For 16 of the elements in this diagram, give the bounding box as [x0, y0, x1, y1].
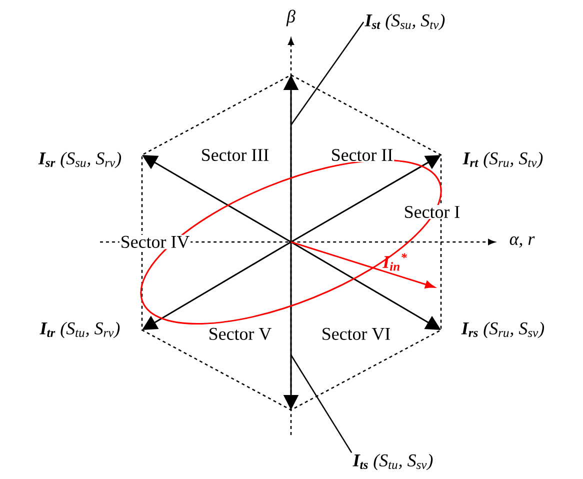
leader-line: [290, 22, 364, 126]
vector-label: I$_{tr}$ (S$_{tu}$, S$_{rv}$): [40, 322, 120, 338]
axis-label: α, r: [510, 236, 535, 248]
vector-label: I$_{ts}$ (S$_{tu}$, S$_{sv}$): [352, 454, 433, 470]
sector-label: Sector III: [200, 148, 270, 162]
vector-label: I$_{rt}$ (S$_{ru}$, S$_{tv}$): [462, 152, 543, 168]
leader-line: [290, 354, 352, 453]
sector-label: Sector IV: [119, 234, 191, 250]
vector-label: I$_{st}$ (S$_{su}$, S$_{tv}$): [364, 14, 445, 30]
sector-label: Sector I: [402, 204, 462, 220]
sector-label: Sector VI: [320, 326, 392, 342]
vector-label: I$_{sr}$ (S$_{su}$, S$_{rv}$): [38, 152, 122, 168]
vector-label: I$_{rs}$ (S$_{ru}$, S$_{sv}$): [461, 322, 544, 338]
sector-label: Sector II: [330, 148, 394, 162]
sector-label: Sector V: [207, 326, 273, 342]
axis-label: β: [286, 10, 296, 26]
